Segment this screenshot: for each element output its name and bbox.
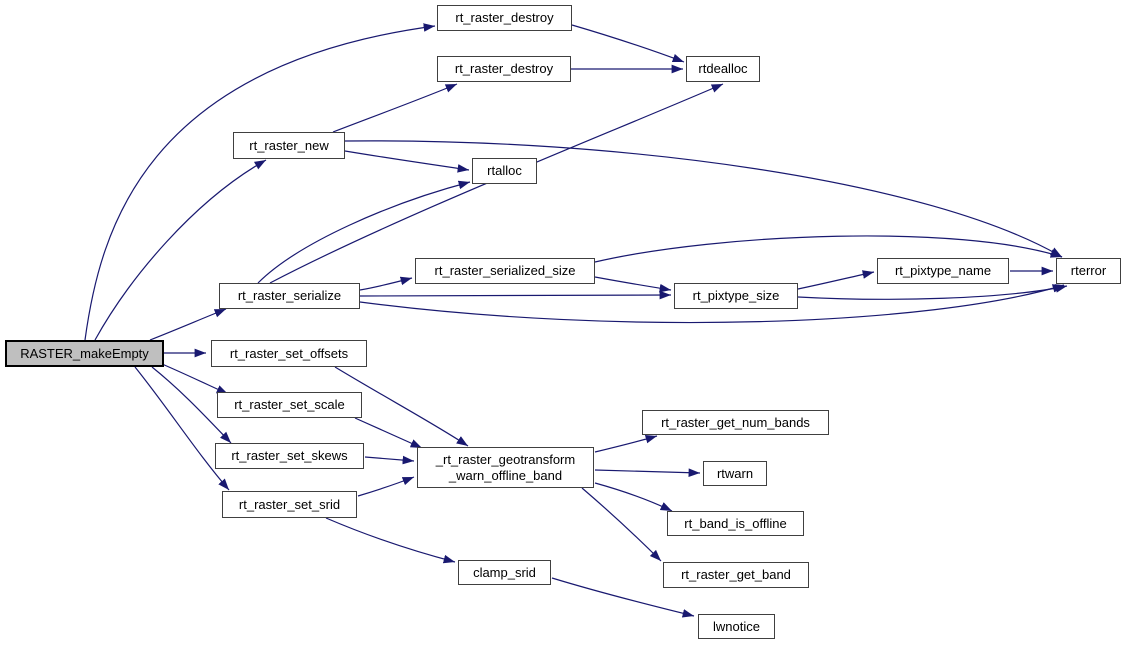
edge-rt-raster-serialize-to-rtalloc xyxy=(257,180,471,284)
edge-raster-makeempty-to-rt-raster-new xyxy=(94,159,267,341)
edge-rt-raster-geotransform-warn-offline-band-to-rt-band-is-offline xyxy=(594,482,673,512)
graph-node-rt-raster-new[interactable]: rt_raster_new xyxy=(233,132,345,159)
edge-rt-raster-set-skews-to-rt-raster-geotransform-warn-offline-band xyxy=(364,455,415,465)
graph-node-rtwarn[interactable]: rtwarn xyxy=(703,461,767,486)
graph-node-rt-raster-serialize[interactable]: rt_raster_serialize xyxy=(219,283,360,309)
edge-rt-raster-new-to-rt-raster-destroy-2 xyxy=(332,83,458,133)
graph-node-rt-raster-set-srid[interactable]: rt_raster_set_srid xyxy=(222,491,357,518)
edge-clamp-srid-to-lwnotice xyxy=(551,577,695,618)
graph-node-rterror[interactable]: rterror xyxy=(1056,258,1121,284)
graph-node-rt-raster-destroy-1[interactable]: rt_raster_destroy xyxy=(437,5,572,31)
graph-node-rt-raster-geotransform-warn-offline-band[interactable]: _rt_raster_geotransform _warn_offline_ba… xyxy=(417,447,594,488)
graph-node-rt-raster-destroy-2[interactable]: rt_raster_destroy xyxy=(437,56,571,82)
graph-node-rt-raster-get-band[interactable]: rt_raster_get_band xyxy=(663,562,809,588)
graph-node-rt-pixtype-size[interactable]: rt_pixtype_size xyxy=(674,283,798,309)
edge-rt-raster-set-offsets-to-rt-raster-geotransform-warn-offline-band xyxy=(334,366,469,447)
graph-node-rt-raster-serialized-size[interactable]: rt_raster_serialized_size xyxy=(415,258,595,284)
edge-raster-makeempty-to-rt-raster-destroy-1 xyxy=(84,23,436,341)
edge-rt-pixtype-size-to-rt-pixtype-name xyxy=(797,270,875,290)
edge-rt-raster-serialize-to-rt-pixtype-size xyxy=(359,290,672,300)
edge-rt-raster-serialized-size-to-rt-pixtype-size xyxy=(594,276,672,293)
edge-rt-raster-geotransform-warn-offline-band-to-rtwarn xyxy=(594,468,701,477)
edge-rt-pixtype-size-to-rterror xyxy=(797,284,1068,300)
edge-rt-raster-set-srid-to-clamp-srid xyxy=(325,517,456,564)
graph-node-raster-makeempty: RASTER_makeEmpty xyxy=(5,340,164,367)
edge-rt-raster-serialize-to-rterror xyxy=(359,284,1065,324)
edge-rt-raster-geotransform-warn-offline-band-to-rt-raster-get-num-bands xyxy=(594,434,658,453)
edge-rt-raster-set-srid-to-rt-raster-geotransform-warn-offline-band xyxy=(357,476,415,497)
edge-rt-raster-destroy-1-to-rtdealloc xyxy=(571,24,685,63)
edge-raster-makeempty-to-rt-raster-set-scale xyxy=(161,363,229,395)
edge-rt-raster-new-to-rterror xyxy=(344,140,1063,258)
graph-node-rtdealloc[interactable]: rtdealloc xyxy=(686,56,760,82)
graph-node-rt-raster-set-offsets[interactable]: rt_raster_set_offsets xyxy=(211,340,367,367)
edge-rt-raster-set-scale-to-rt-raster-geotransform-warn-offline-band xyxy=(354,417,423,449)
edge-rt-raster-new-to-rtalloc xyxy=(344,150,470,173)
graph-node-rt-raster-set-skews[interactable]: rt_raster_set_skews xyxy=(215,443,364,469)
edge-rt-raster-serialized-size-to-rterror xyxy=(594,235,1063,263)
graph-node-rt-raster-get-num-bands[interactable]: rt_raster_get_num_bands xyxy=(642,410,829,435)
graph-node-rt-pixtype-name[interactable]: rt_pixtype_name xyxy=(877,258,1009,284)
graph-node-rtalloc[interactable]: rtalloc xyxy=(472,158,537,184)
edge-raster-makeempty-to-rt-raster-set-skews xyxy=(151,366,232,444)
edge-raster-makeempty-to-rt-raster-serialize xyxy=(149,308,227,341)
graph-node-clamp-srid[interactable]: clamp_srid xyxy=(458,560,551,585)
graph-node-rt-raster-set-scale[interactable]: rt_raster_set_scale xyxy=(217,392,362,418)
graph-node-rt-band-is-offline[interactable]: rt_band_is_offline xyxy=(667,511,804,536)
edge-raster-makeempty-to-rt-raster-set-srid xyxy=(134,366,230,491)
graph-node-lwnotice[interactable]: lwnotice xyxy=(698,614,775,639)
edge-rt-raster-serialize-to-rt-raster-serialized-size xyxy=(359,276,413,291)
edge-rt-raster-geotransform-warn-offline-band-to-rt-raster-get-band xyxy=(581,487,662,562)
